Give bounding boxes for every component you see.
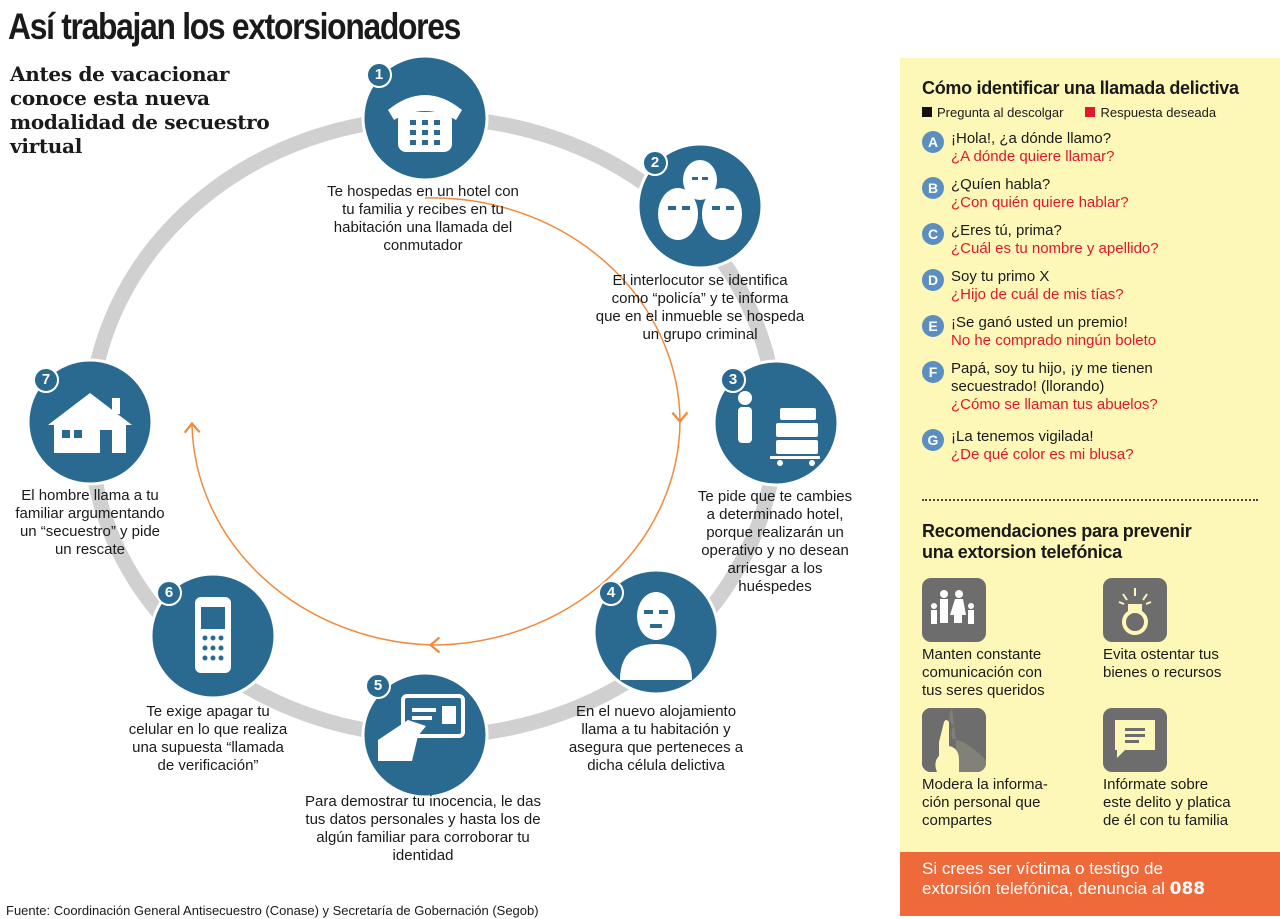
rec-text: Modera la informa- ción personal que com… — [922, 776, 1048, 829]
question-text: Soy tu primo X — [951, 268, 1050, 285]
silence-icon — [922, 708, 986, 772]
legend-question-label: Pregunta al descolgar — [937, 105, 1064, 120]
rec-item-3: Modera la informa- ción personal que com… — [922, 708, 1082, 830]
house-icon — [48, 393, 132, 453]
letter-badge: E — [922, 315, 944, 337]
report-banner: Si crees ser víctima o testigo de extors… — [900, 852, 1280, 916]
answer-text: ¿De qué color es mi blusa? — [951, 446, 1134, 463]
step-text-7: El hombre llama a tu familiar argumentan… — [15, 487, 165, 558]
cellphone-icon — [195, 597, 231, 673]
question-text: ¡La tenemos vigilada! — [951, 428, 1094, 445]
divider — [922, 499, 1258, 501]
rec-text: Manten constante comunicación con tus se… — [922, 646, 1045, 699]
cycle-diagram — [26, 54, 840, 799]
rec-item-2: Evita ostentar tus bienes o recursos — [1103, 578, 1263, 682]
step-number-7: 7 — [33, 367, 59, 393]
step-text-4: En el nuevo alojamiento llama a tu habit… — [568, 703, 744, 774]
rec-text: Infórmate sobre este delito y platica de… — [1103, 776, 1231, 829]
family-icon — [922, 578, 986, 642]
letter-badge: G — [922, 429, 944, 451]
step-text-3: Te pide que te cambies a determinado hot… — [697, 488, 853, 595]
question-item: F Papá, soy tu hijo, ¡y me tienen secuest… — [922, 360, 1272, 414]
question-item: A ¡Hola!, ¿a dónde llamo?¿A dónde quiere … — [922, 130, 1272, 166]
answer-text: ¿Cuál es tu nombre y apellido? — [951, 240, 1159, 257]
legend-answer: Respuesta deseada — [1085, 105, 1216, 120]
answer-text: ¿Cómo se llaman tus abuelos? — [951, 396, 1158, 413]
report-text: Si crees ser víctima o testigo de extors… — [922, 859, 1165, 898]
letter-badge: C — [922, 223, 944, 245]
legend-question: Pregunta al descolgar — [922, 105, 1063, 120]
identify-title: Cómo identificar una llamada delictiva — [922, 78, 1239, 98]
subtitle: Antes de vacacionar conoce esta nueva mo… — [10, 62, 270, 158]
letter-badge: A — [922, 131, 944, 153]
info-panel: Cómo identificar una llamada delictiva P… — [900, 58, 1280, 852]
masked-men-icon — [658, 160, 742, 240]
letter-badge: B — [922, 177, 944, 199]
rec-text: Evita ostentar tus bienes o recursos — [1103, 646, 1222, 681]
question-text: ¿Eres tú, prima? — [951, 222, 1062, 239]
question-text: Papá, soy tu hijo, ¡y me tienen secuestr… — [951, 360, 1153, 395]
step-number-3: 3 — [720, 367, 746, 393]
answer-text: ¿A dónde quiere llamar? — [951, 148, 1115, 165]
flow-arrow-1 — [424, 197, 689, 424]
step-text-1: Te hospedas en un hotel con tu familia y… — [327, 183, 519, 254]
question-text: ¿Quíen habla? — [951, 176, 1051, 193]
step-number-1: 1 — [366, 62, 392, 88]
answer-text: No he comprado ningún boleto — [951, 332, 1157, 349]
legend: Pregunta al descolgar Respuesta deseada — [922, 105, 1272, 120]
flow-arrow-3 — [183, 421, 433, 646]
letter-badge: F — [922, 361, 944, 383]
answer-text: ¿Con quién quiere hablar? — [951, 194, 1129, 211]
legend-answer-label: Respuesta deseada — [1100, 105, 1217, 120]
step-text-2: El interlocutor se identifica como “poli… — [595, 272, 805, 343]
ring-icon — [1103, 578, 1167, 642]
question-item: E ¡Se ganó usted un premio!No he comprado… — [922, 314, 1272, 350]
step-text-5: Para demostrar tu inocencia, le das tus … — [305, 793, 541, 864]
telephone-icon — [388, 95, 462, 152]
rec-item-1: Manten constante comunicación con tus se… — [922, 578, 1082, 700]
rec-item-4: Infórmate sobre este delito y platica de… — [1103, 708, 1263, 830]
question-text: ¡Se ganó usted un premio! — [951, 314, 1128, 331]
masked-man-icon — [620, 592, 692, 680]
report-number: 088 — [1169, 879, 1206, 899]
answer-text: ¿Hijo de cuál de mis tías? — [951, 286, 1124, 303]
step-number-4: 4 — [598, 580, 624, 606]
luggage-cart-icon — [738, 391, 820, 466]
step-number-2: 2 — [642, 150, 668, 176]
question-item: C ¿Eres tú, prima?¿Cuál es tu nombre y ap… — [922, 222, 1272, 258]
step-text-6: Te exige apagar tu celular en lo que rea… — [128, 703, 288, 774]
chat-bubble-icon — [1103, 708, 1167, 772]
flow-arrow-2 — [428, 419, 681, 654]
question-item: B ¿Quíen habla?¿Con quién quiere hablar? — [922, 176, 1272, 212]
recommendations-title: Recomendaciones para prevenir una extors… — [922, 521, 1192, 562]
step-number-5: 5 — [365, 673, 391, 699]
step-number-6: 6 — [156, 580, 182, 606]
id-card-icon — [378, 694, 465, 761]
question-text: ¡Hola!, ¿a dónde llamo? — [951, 130, 1112, 147]
question-item: D Soy tu primo X¿Hijo de cuál de mis tías… — [922, 268, 1272, 304]
page-title: Así trabajan los extorsionadores — [8, 6, 461, 47]
question-item: G ¡La tenemos vigilada!¿De qué color es m… — [922, 428, 1272, 464]
source-footer: Fuente: Coordinación General Antisecuest… — [6, 903, 539, 918]
letter-badge: D — [922, 269, 944, 291]
